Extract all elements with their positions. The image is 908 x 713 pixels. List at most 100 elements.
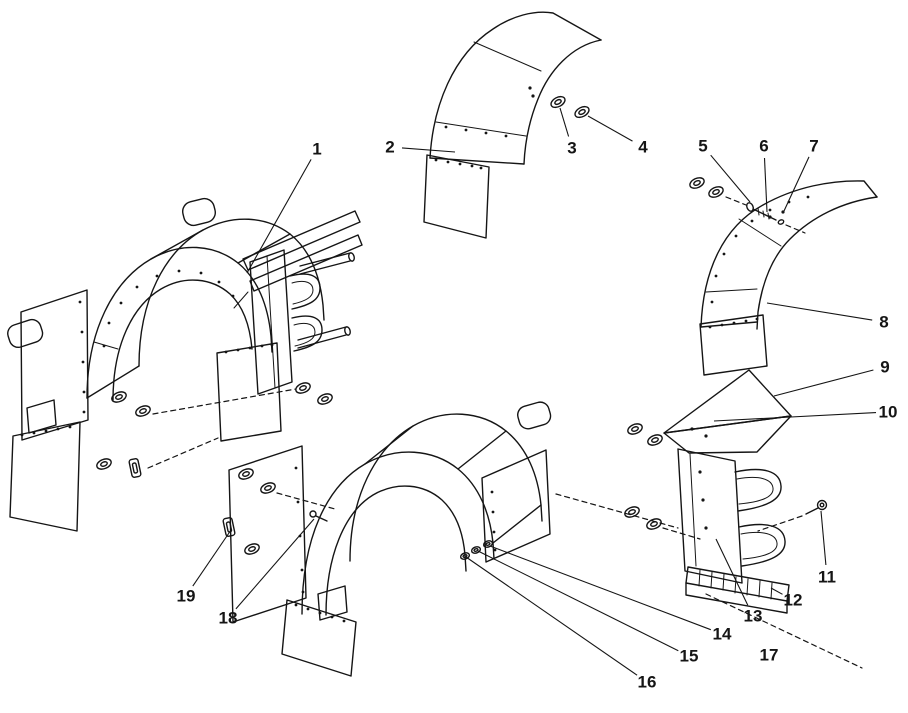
- washer-icon: [94, 456, 114, 472]
- diagram-line: [705, 593, 863, 669]
- callout-label-17: 17: [760, 646, 779, 665]
- handle-icon: [7, 318, 44, 349]
- washer-icon: [236, 466, 256, 482]
- diagram-line: [78, 300, 82, 304]
- diagram-line: [690, 427, 694, 431]
- callout-leader-16: [465, 556, 638, 676]
- diagram-line: [705, 288, 758, 293]
- handle-icon: [181, 197, 217, 227]
- diagram-line: [294, 603, 298, 607]
- diagram-line: [555, 493, 679, 529]
- step-bracket-assembly: [622, 448, 828, 614]
- diagram-line: [446, 160, 450, 164]
- small-washer-icon: [470, 544, 482, 556]
- callout-leader-15: [477, 550, 679, 652]
- diagram-line: [291, 280, 314, 305]
- callout-label-16: 16: [638, 673, 657, 692]
- diagram-line: [300, 568, 304, 572]
- diagram-line: [81, 360, 85, 364]
- diagram-line: [493, 548, 497, 552]
- diagram-line: [293, 322, 316, 347]
- callout-leader-1: [246, 159, 312, 274]
- diagram-line: [722, 252, 726, 256]
- diagram-line: [248, 346, 252, 350]
- diagram-line: [296, 500, 300, 504]
- diagram-line: [781, 210, 785, 214]
- washer-icon: [133, 403, 153, 419]
- right-quarter-fender: [699, 180, 878, 376]
- diagram-line: [199, 271, 203, 275]
- top-quarter-fender: [423, 11, 602, 239]
- bracket-channel: [249, 249, 293, 395]
- callout-label-19: 19: [177, 587, 196, 606]
- diagram-line: [755, 317, 759, 321]
- washer-icon: [625, 421, 645, 437]
- diagram-line: [270, 343, 274, 347]
- fastener-set-3-4: [548, 93, 592, 121]
- diagram-line: [147, 437, 219, 469]
- clip-plate-icon: [128, 457, 142, 479]
- diagram-line: [348, 252, 355, 262]
- diagram-line: [806, 195, 810, 199]
- handle-icon: [517, 401, 552, 430]
- diagram-line: [768, 208, 772, 212]
- dashed-alignment-lines: [555, 493, 863, 669]
- diagram-line: [805, 507, 819, 515]
- callout-leader-2: [401, 147, 456, 153]
- washer-icon: [315, 391, 335, 407]
- diagram-line: [708, 325, 712, 329]
- diagram-line: [662, 527, 701, 540]
- callout-leader-6: [763, 157, 768, 213]
- diagram-line: [138, 218, 325, 367]
- washer-icon: [548, 93, 568, 111]
- diagram-line: [364, 425, 414, 465]
- diagram-line: [224, 350, 228, 354]
- bolt-shaft: [752, 208, 777, 221]
- diagram-line: [80, 330, 84, 334]
- deflector-bracket: [625, 369, 792, 454]
- diagram-line: [457, 430, 507, 470]
- diagram-line: [663, 415, 792, 454]
- callout-leader-19: [192, 529, 232, 587]
- washer-icon: [687, 175, 707, 191]
- diagram-line: [720, 323, 724, 327]
- diagram-line: [444, 125, 448, 129]
- diagram-line: [330, 615, 334, 619]
- diagram-line: [492, 504, 542, 544]
- diagram-line: [93, 341, 119, 350]
- callout-label-8: 8: [879, 313, 888, 332]
- callout-label-14: 14: [713, 625, 732, 644]
- callout-label-3: 3: [567, 139, 576, 158]
- diagram-line: [231, 294, 235, 298]
- diagram-line: [152, 388, 297, 415]
- diagram-line: [732, 321, 736, 325]
- diagram-line: [135, 285, 139, 289]
- diagram-line: [492, 530, 496, 534]
- bolt-icon: [816, 499, 828, 511]
- callout-leader-13: [715, 538, 749, 606]
- diagram-line: [736, 476, 774, 505]
- diagram-line: [528, 86, 532, 90]
- diagram-line: [291, 315, 323, 352]
- diagram-line: [531, 94, 535, 98]
- mounting-rail: [242, 210, 361, 271]
- diagram-line: [470, 164, 474, 168]
- callout-label-4: 4: [638, 138, 648, 157]
- callout-leader-3: [559, 107, 570, 137]
- diagram-line: [112, 279, 253, 401]
- callout-leader-18: [235, 518, 315, 610]
- callout-label-5: 5: [698, 137, 707, 156]
- callout-leader-11: [820, 510, 827, 566]
- diagram-line: [325, 485, 467, 616]
- callout-label-2: 2: [385, 138, 394, 157]
- diagram-line: [217, 280, 221, 284]
- diagram-line: [86, 365, 140, 399]
- diagram-line: [734, 468, 782, 512]
- left-fender-assembly: [7, 197, 363, 532]
- diagram-line: [301, 451, 495, 615]
- diagram-line: [756, 196, 878, 330]
- diagram-line: [490, 490, 494, 494]
